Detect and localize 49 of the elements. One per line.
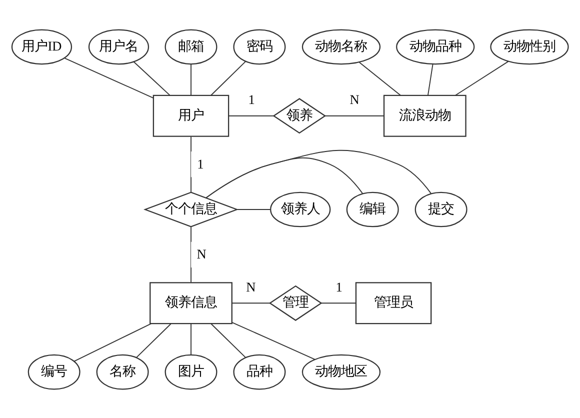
connector [232,302,270,304]
node-ellipse: 动物性别 [490,28,569,64]
node-diamond: 个个信息 [143,191,239,227]
node-ellipse: 动物品种 [396,28,475,64]
node-ellipse: 编辑 [346,191,399,227]
connector [236,208,271,210]
node-ellipse: 编号 [28,354,80,390]
node-ellipse: 动物地区 [302,354,381,390]
connector [190,136,192,192]
connector [324,114,384,116]
connector [210,322,246,358]
connector [190,226,192,282]
edge-label: 1 [336,278,342,294]
connector [190,63,192,96]
node-ellipse: 邮箱 [164,28,218,64]
node-ellipse: 品种 [233,354,286,390]
node-ellipse: 图片 [164,354,218,390]
node-box: 流浪动物 [383,94,466,136]
node-ellipse: 动物名称 [302,28,381,64]
edge-label: N [350,92,360,107]
edge-label: N [196,246,206,262]
node-ellipse: 提交 [414,191,468,227]
connector [320,302,356,304]
connector [228,114,274,116]
connector [74,322,152,362]
node-ellipse: 用户ID [11,28,72,64]
node-ellipse: 密码 [233,28,286,64]
connector [206,156,363,198]
node-ellipse: 用户名 [88,28,150,64]
connector [64,57,154,98]
connector [190,322,192,355]
connector [455,60,509,96]
connector [136,322,172,358]
connector [427,63,434,96]
edge-label: 1 [197,156,204,171]
connector [358,61,401,96]
node-diamond: 领养 [272,98,326,134]
node-diamond: 管理 [268,284,322,320]
node-box: 管理员 [355,282,432,324]
edge-label: N [246,278,256,294]
connector [206,149,432,198]
edge-label: 1 [248,92,255,107]
connector [133,60,170,96]
connector [232,321,316,360]
node-box: 用户 [152,94,230,136]
node-ellipse: 领养人 [270,191,331,227]
node-ellipse: 名称 [96,354,149,390]
connector [210,60,246,96]
node-box: 领养信息 [150,282,232,324]
